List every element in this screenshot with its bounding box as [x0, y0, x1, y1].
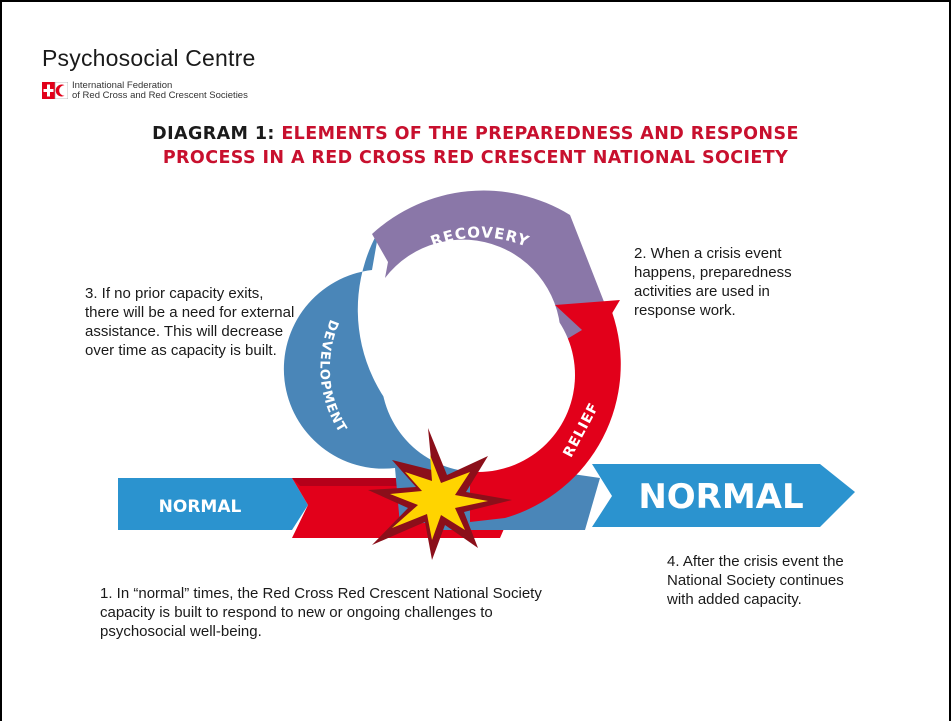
note-crisis-event: 2. When a crisis event happens, prepared…: [634, 245, 792, 319]
note-external-assistance: 3. If no prior capacity exits, there wil…: [85, 285, 295, 359]
note-normal-times: 1. In “normal” times, the Red Cross Red …: [100, 585, 542, 640]
centre-title: Psychosocial Centre: [42, 45, 256, 71]
cycle-center: [381, 278, 575, 472]
diagram-heading-line-2: PROCESS IN A RED CROSS RED CRESCENT NATI…: [162, 148, 789, 168]
normal-arrow-left: [118, 478, 308, 530]
crisis-star-core: [390, 455, 488, 540]
diagram-heading-line-1: DIAGRAM 1: ELEMENTS OF THE PREPAREDNESS …: [0, 124, 951, 144]
relief-arrowhead: [555, 300, 620, 342]
relief-segment: [470, 312, 621, 522]
note-after-crisis: 4. After the crisis event the National S…: [667, 553, 844, 608]
diagram-title-part-1: ELEMENTS OF THE PREPAREDNESS AND RESPONS…: [281, 124, 799, 144]
recovery-segment: [372, 190, 608, 350]
normal-arrow-right: [592, 464, 855, 527]
diagram-number: DIAGRAM 1:: [152, 124, 275, 144]
normal-label-right: NORMAL: [638, 477, 803, 517]
normal-label-left: NORMAL: [159, 497, 242, 517]
org-name-line-2: of Red Cross and Red Crescent Societies: [72, 90, 248, 101]
development-segment: [283, 230, 460, 525]
org-name-line-1: International Federation: [72, 80, 173, 91]
red-cross-logo: [42, 82, 68, 99]
